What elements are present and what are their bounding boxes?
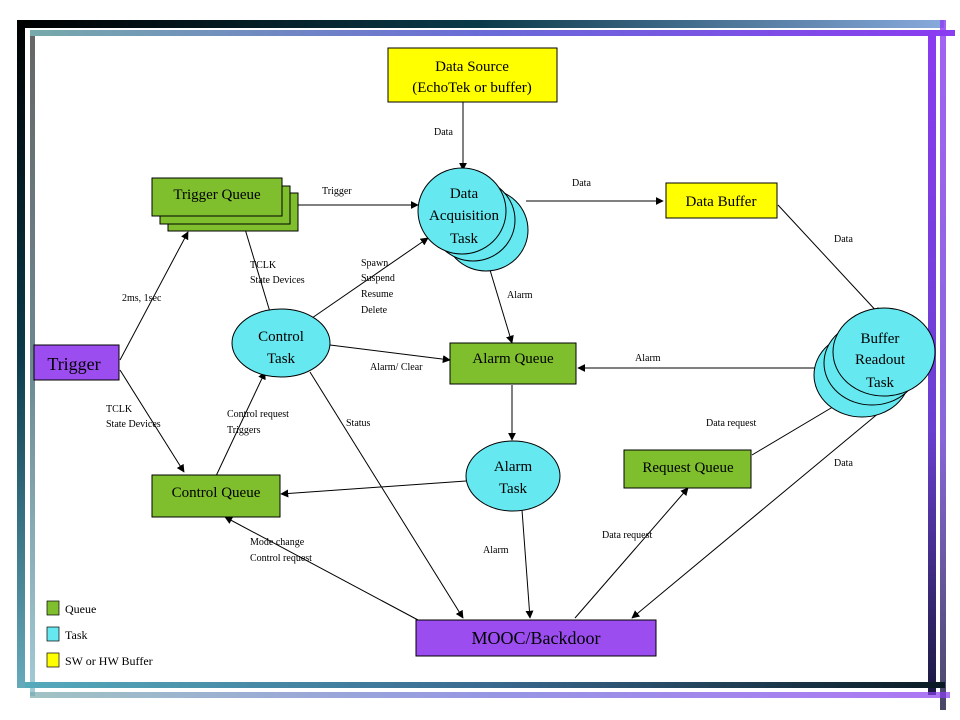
legend-queue-swatch bbox=[46, 600, 60, 616]
buffer-readout-line2: Readout bbox=[855, 352, 906, 368]
alarm-task-line1: Alarm bbox=[494, 459, 533, 475]
control-task-line1: Control bbox=[258, 329, 304, 345]
legend: Queue Task SW or HW Buffer bbox=[46, 600, 153, 668]
edge-mooc-to-controlq bbox=[224, 516, 419, 621]
edge-trigger-to-triggerq bbox=[119, 231, 189, 361]
label-alarm-task-mooc: Alarm bbox=[483, 545, 509, 556]
label-tclk-top-1: TCLK bbox=[250, 260, 277, 271]
edge-control-to-mooc bbox=[309, 371, 464, 619]
label-resume: Resume bbox=[361, 289, 394, 300]
label-data-buffer-readout: Data bbox=[834, 234, 853, 245]
label-mode-control-request: Control request bbox=[250, 553, 312, 564]
edge-trigger-to-controlq bbox=[119, 369, 185, 473]
control-task-line2: Task bbox=[267, 351, 296, 367]
edge-buffer-to-readout bbox=[777, 204, 881, 316]
label-trigger: Trigger bbox=[322, 186, 352, 197]
label-status: Status bbox=[346, 418, 371, 429]
control-queue-label: Control Queue bbox=[172, 485, 261, 501]
trigger-queue-label: Trigger Queue bbox=[173, 187, 261, 203]
label-alarm-readout: Alarm bbox=[635, 353, 661, 364]
node-request-queue[interactable]: Request Queue bbox=[623, 449, 752, 489]
node-mooc-backdoor[interactable]: MOOC/Backdoor bbox=[415, 619, 657, 657]
edge-readout-to-mooc bbox=[631, 411, 881, 619]
label-data-source: Data bbox=[434, 127, 453, 138]
label-delete: Delete bbox=[361, 305, 388, 316]
node-data-acquisition-task[interactable]: Data Acquisition Task bbox=[417, 167, 529, 272]
label-alarm-acq: Alarm bbox=[507, 290, 533, 301]
trigger-label: Trigger bbox=[47, 354, 100, 374]
mooc-label: MOOC/Backdoor bbox=[472, 628, 601, 648]
buffer-readout-line1: Buffer bbox=[861, 331, 900, 347]
label-frequency: 2ms, 1sec bbox=[122, 293, 162, 304]
edge-controlq-to-control bbox=[215, 371, 266, 477]
data-acq-line3: Task bbox=[450, 231, 479, 247]
edge-alarmtask-to-controlq bbox=[280, 480, 467, 498]
edge-control-to-alarmq bbox=[329, 344, 451, 364]
node-data-source[interactable]: Data Source (EchoTek or buffer) bbox=[387, 47, 558, 103]
node-alarm-task[interactable]: Alarm Task bbox=[465, 440, 561, 512]
edge-alarmtask-to-mooc bbox=[521, 509, 534, 619]
label-control-request: Control request bbox=[227, 409, 289, 420]
edge-mooc-to-requestq bbox=[574, 487, 689, 619]
data-buffer-label: Data Buffer bbox=[686, 194, 757, 210]
legend-task-label: Task bbox=[65, 628, 88, 642]
label-data-request-readout: Data request bbox=[706, 418, 756, 429]
label-data-to-buffer: Data bbox=[572, 178, 591, 189]
label-suspend: Suspend bbox=[361, 273, 395, 284]
node-control-task[interactable]: Control Task bbox=[231, 308, 331, 378]
legend-task-swatch bbox=[46, 626, 60, 642]
label-data-request-mooc: Data request bbox=[602, 530, 652, 541]
edge-control-to-acq bbox=[311, 237, 429, 319]
data-source-line1: Data Source bbox=[435, 59, 509, 75]
edge-control-to-triggerq bbox=[240, 218, 271, 313]
edge-acq-to-alarmq bbox=[489, 269, 514, 344]
node-control-queue[interactable]: Control Queue bbox=[151, 474, 281, 518]
label-spawn: Spawn bbox=[361, 258, 388, 269]
node-data-buffer[interactable]: Data Buffer bbox=[665, 182, 778, 219]
node-buffer-readout-task[interactable]: Buffer Readout Task bbox=[813, 307, 936, 418]
edge-labels: Data Trigger Data Data TCLK State Device… bbox=[106, 127, 853, 564]
legend-queue-label: Queue bbox=[65, 602, 96, 616]
data-acq-line1: Data bbox=[450, 186, 479, 202]
label-mode-change: Mode change bbox=[250, 537, 305, 548]
alarm-queue-label: Alarm Queue bbox=[472, 351, 554, 367]
node-trigger[interactable]: Trigger bbox=[33, 344, 120, 381]
data-source-line2: (EchoTek or buffer) bbox=[412, 80, 531, 96]
node-trigger-queue[interactable]: Trigger Queue bbox=[151, 177, 299, 232]
data-acq-line2: Acquisition bbox=[429, 208, 499, 224]
request-queue-label: Request Queue bbox=[642, 460, 734, 476]
alarm-task-line2: Task bbox=[499, 481, 528, 497]
label-triggers: Triggers bbox=[227, 425, 261, 436]
label-data-readout-mooc: Data bbox=[834, 458, 853, 469]
legend-buffer-label: SW or HW Buffer bbox=[65, 654, 153, 668]
label-tclk-bot-1: TCLK bbox=[106, 404, 133, 415]
label-tclk-bot-2: State Devices bbox=[106, 419, 161, 430]
label-alarm-clear: Alarm/ Clear bbox=[370, 362, 423, 373]
edges bbox=[119, 102, 881, 621]
node-alarm-queue[interactable]: Alarm Queue bbox=[449, 342, 577, 385]
buffer-readout-line3: Task bbox=[866, 375, 895, 391]
legend-buffer-swatch bbox=[46, 652, 60, 668]
label-tclk-top-2: State Devices bbox=[250, 275, 305, 286]
